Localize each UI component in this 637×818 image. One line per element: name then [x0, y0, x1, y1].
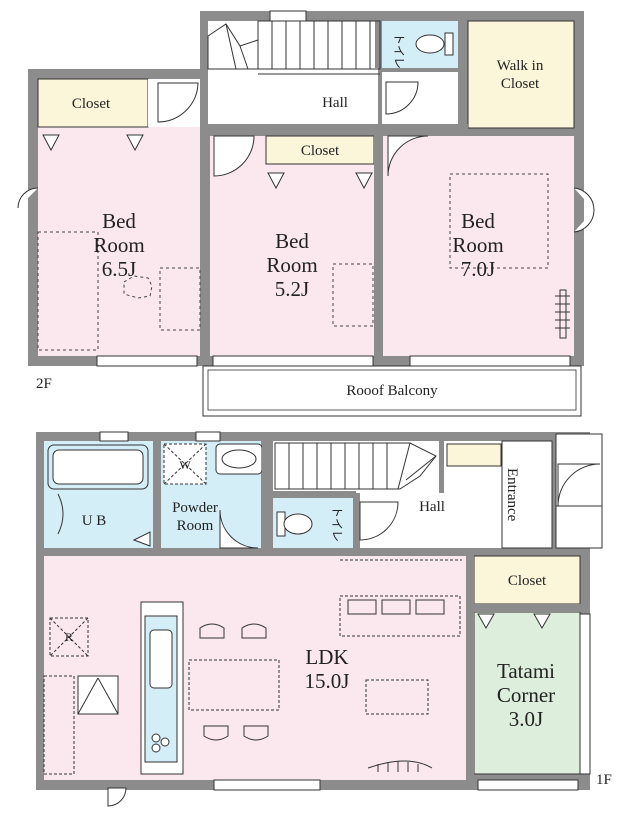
bedroom-c-size: 7.0J: [461, 257, 495, 281]
closet-1f: [473, 555, 581, 605]
windows-1f: [99, 431, 591, 791]
unit-bath-label: U B: [82, 513, 107, 529]
hall-1f-label: Hall: [419, 499, 445, 515]
closet-a-label: Closet: [72, 96, 111, 112]
powder-room-label-1: Powder: [172, 500, 218, 516]
entrance-label: Entrance: [504, 468, 520, 522]
stove: [151, 733, 170, 753]
storage-space: [43, 675, 75, 775]
ldk-label: LDK: [305, 645, 348, 669]
bedroom-a-size: 6.5J: [102, 257, 136, 281]
bedroom-a-label-2: Room: [93, 233, 144, 257]
toilet-1f-bowl: [283, 513, 313, 535]
walk-in-closet-label-1: Walk in: [497, 58, 544, 74]
tatami-label-2: Corner: [497, 683, 555, 707]
dining-set: [188, 623, 280, 741]
doors-2f: [17, 81, 595, 233]
fridge-space: [49, 617, 89, 657]
tatami-size: 3.0J: [509, 707, 543, 731]
shoe-cabinet: [446, 443, 502, 467]
ldk-floor: [44, 556, 468, 780]
bath-curve: [57, 493, 64, 535]
closet-door-markers-2f: [42, 134, 373, 190]
bedroom-b-label-1: Bed: [275, 229, 309, 253]
washer-space: [163, 443, 207, 485]
entrance-floor: [501, 440, 553, 549]
bedroom-b-label-2: Room: [266, 253, 317, 277]
walls-1f: [40, 441, 584, 780]
cupboard-line: [77, 677, 99, 715]
bedroom-c-floor: [383, 136, 574, 356]
furniture-2f: [37, 173, 549, 351]
hall-2f-label: Hall: [322, 95, 348, 111]
closet-door-markers-1f: [477, 613, 551, 630]
stairs-2f: [207, 20, 381, 75]
floor-2: Closet Closet Walk in Closet Hall トイレ Be…: [17, 10, 595, 417]
tatami-label-1: Tatami: [497, 659, 555, 683]
stairs-1f-area: [273, 441, 439, 493]
doors-1f: [107, 501, 399, 807]
wash-basin-bowl: [221, 449, 257, 469]
bedroom-a-label-1: Bed: [102, 209, 136, 233]
fridge-cross: [49, 617, 89, 657]
walk-in-closet-label-2: Closet: [501, 76, 540, 92]
entrance-door: [557, 463, 601, 507]
radiator-2f: [555, 289, 570, 339]
closet-1f-label: Closet: [508, 573, 547, 589]
fridge-label: R: [65, 630, 73, 644]
washer-label: W: [179, 458, 191, 472]
bedroom-c-label-1: Bed: [461, 209, 495, 233]
bedroom-b-size: 5.2J: [275, 277, 309, 301]
kitchen-sink: [149, 629, 173, 689]
cupboard-line: [97, 677, 119, 715]
toilet-1f-label: トイレ: [330, 506, 344, 542]
cupboard: [77, 675, 119, 715]
stairs-1f: [274, 442, 437, 490]
roof-balcony-inner: [207, 369, 577, 411]
roof-balcony-label: Rooof Balcony: [346, 383, 438, 399]
bath-door-marker: [132, 531, 151, 547]
toilet-2f-label: トイレ: [392, 33, 406, 69]
walk-in-closet: [467, 20, 575, 129]
bathtub-inner: [52, 449, 144, 485]
radiator-1f: [367, 760, 433, 772]
bedroom-c-label-2: Room: [452, 233, 503, 257]
toilet-2f-fixture: [415, 32, 454, 56]
floor-2-label: 2F: [36, 376, 52, 392]
floor-1-label: 1F: [596, 772, 612, 788]
closet-b: [265, 135, 375, 165]
entrance-porch: [555, 433, 603, 549]
ldk-size: 15.0J: [305, 669, 350, 693]
roof-balcony: [202, 365, 582, 417]
closet-b-label: Closet: [301, 143, 340, 159]
powder-room-label-2: Room: [177, 518, 214, 534]
bedroom-b-floor: [210, 136, 374, 356]
floor-1: U B W Powder Room トイレ Hall Entrance Clos…: [36, 431, 612, 807]
living-set: [339, 559, 462, 715]
